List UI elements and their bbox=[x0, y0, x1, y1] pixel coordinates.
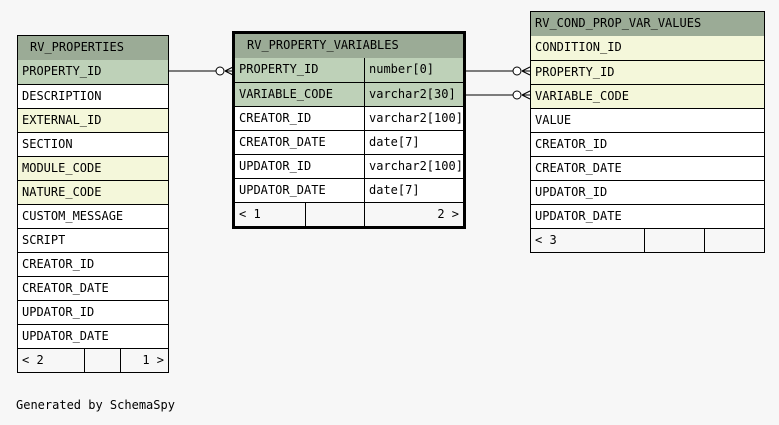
column-name: VARIABLE_CODE bbox=[239, 87, 333, 101]
edge-variable-code-cond-many-marker bbox=[521, 90, 531, 100]
column-name: CREATOR_ID bbox=[22, 257, 95, 271]
column-row[interactable]: CUSTOM_MESSAGE bbox=[18, 204, 168, 228]
table-header[interactable]: RV_PROPERTIES bbox=[18, 36, 168, 60]
column-row[interactable]: VARIABLE_CODE bbox=[531, 84, 764, 108]
table-rv-cond-prop-var-values[interactable]: RV_COND_PROP_VAR_VALUES CONDITION_ID PROP… bbox=[530, 11, 765, 253]
parents-link[interactable]: < 3 bbox=[535, 233, 557, 247]
column-name: NATURE_CODE bbox=[22, 185, 102, 199]
column-row[interactable]: DESCRIPTION bbox=[18, 84, 168, 108]
parents-link[interactable]: < 1 bbox=[239, 207, 261, 221]
column-name: CREATOR_DATE bbox=[239, 135, 326, 149]
column-row[interactable]: NATURE_CODE bbox=[18, 180, 168, 204]
column-row[interactable]: CREATOR_ID varchar2[100] bbox=[235, 106, 463, 130]
column-name: CREATOR_ID bbox=[535, 137, 608, 151]
column-row[interactable]: PROPERTY_ID number[0] bbox=[235, 58, 463, 82]
table-rv-properties[interactable]: RV_PROPERTIES PROPERTY_ID DESCRIPTION EXTE… bbox=[17, 35, 169, 373]
footer-spacer bbox=[704, 229, 764, 252]
column-list: PROPERTY_ID DESCRIPTION EXTERNAL_ID SECTION… bbox=[18, 60, 168, 348]
column-name: CUSTOM_MESSAGE bbox=[22, 209, 124, 223]
column-name: UPDATOR_ID bbox=[239, 159, 312, 173]
column-name: MODULE_CODE bbox=[22, 161, 102, 175]
table-footer: < 1 2 > bbox=[235, 202, 463, 226]
edge-property-id-vars-zero-marker bbox=[215, 66, 225, 76]
table-footer: < 2 1 > bbox=[18, 348, 168, 372]
column-type: date[7] bbox=[364, 131, 463, 154]
column-row[interactable]: MODULE_CODE bbox=[18, 156, 168, 180]
column-name: CREATOR_ID bbox=[239, 111, 312, 125]
column-row[interactable]: UPDATOR_ID varchar2[100] bbox=[235, 154, 463, 178]
column-name: UPDATOR_DATE bbox=[22, 329, 109, 343]
column-row[interactable]: SECTION bbox=[18, 132, 168, 156]
table-rv-property-variables[interactable]: RV_PROPERTY_VARIABLES PROPERTY_ID number[… bbox=[232, 31, 466, 229]
column-name: CREATOR_DATE bbox=[22, 281, 109, 295]
column-row[interactable]: PROPERTY_ID bbox=[531, 60, 764, 84]
column-type: varchar2[100] bbox=[364, 107, 463, 130]
children-link[interactable]: 1 > bbox=[120, 349, 168, 372]
column-row[interactable]: UPDATOR_ID bbox=[531, 180, 764, 204]
column-row[interactable]: CONDITION_ID bbox=[531, 36, 764, 60]
table-name: RV_COND_PROP_VAR_VALUES bbox=[535, 16, 702, 30]
parents-link[interactable]: < 2 bbox=[22, 353, 44, 367]
column-type: date[7] bbox=[364, 179, 463, 202]
column-name: CONDITION_ID bbox=[535, 40, 622, 54]
table-header[interactable]: RV_COND_PROP_VAR_VALUES bbox=[531, 12, 764, 36]
edge-variable-code-cond-zero-marker bbox=[512, 90, 522, 100]
column-name: CREATOR_DATE bbox=[535, 161, 622, 175]
edge-property-id-cond-zero-marker bbox=[512, 66, 522, 76]
column-name: EXTERNAL_ID bbox=[22, 113, 102, 127]
column-name: UPDATOR_ID bbox=[535, 185, 608, 199]
column-row[interactable]: CREATOR_DATE bbox=[18, 276, 168, 300]
table-footer: < 3 bbox=[531, 228, 764, 252]
column-row[interactable]: UPDATOR_DATE date[7] bbox=[235, 178, 463, 202]
column-row[interactable]: CREATOR_DATE date[7] bbox=[235, 130, 463, 154]
table-name: RV_PROPERTY_VARIABLES bbox=[247, 38, 399, 52]
column-row[interactable]: SCRIPT bbox=[18, 228, 168, 252]
column-name: PROPERTY_ID bbox=[535, 65, 615, 79]
column-name: SCRIPT bbox=[22, 233, 66, 247]
column-name: SECTION bbox=[22, 137, 73, 151]
column-name: UPDATOR_DATE bbox=[239, 183, 326, 197]
column-name: UPDATOR_DATE bbox=[535, 209, 622, 223]
footer-spacer bbox=[84, 349, 120, 372]
column-row[interactable]: PROPERTY_ID bbox=[18, 60, 168, 84]
column-name: PROPERTY_ID bbox=[22, 64, 102, 78]
column-row[interactable]: UPDATOR_DATE bbox=[18, 324, 168, 348]
column-list: CONDITION_ID PROPERTY_ID VARIABLE_CODE VALU… bbox=[531, 36, 764, 228]
column-type: number[0] bbox=[364, 58, 463, 82]
column-type: varchar2[30] bbox=[364, 83, 463, 106]
column-row[interactable]: UPDATOR_DATE bbox=[531, 204, 764, 228]
column-row[interactable]: VALUE bbox=[531, 108, 764, 132]
column-name: UPDATOR_ID bbox=[22, 305, 95, 319]
column-row[interactable]: CREATOR_DATE bbox=[531, 156, 764, 180]
generated-by-credit: Generated by SchemaSpy bbox=[16, 398, 175, 412]
column-row[interactable]: VARIABLE_CODE varchar2[30] bbox=[235, 82, 463, 106]
column-row[interactable]: CREATOR_ID bbox=[18, 252, 168, 276]
children-link[interactable]: 2 > bbox=[364, 203, 463, 226]
column-row[interactable]: CREATOR_ID bbox=[531, 132, 764, 156]
column-type: varchar2[100] bbox=[364, 155, 463, 178]
table-header[interactable]: RV_PROPERTY_VARIABLES bbox=[235, 34, 463, 58]
edge-property-id-cond-many-marker bbox=[521, 66, 531, 76]
column-row[interactable]: EXTERNAL_ID bbox=[18, 108, 168, 132]
column-name: PROPERTY_ID bbox=[239, 62, 319, 76]
footer-spacer bbox=[305, 203, 364, 226]
column-row[interactable]: UPDATOR_ID bbox=[18, 300, 168, 324]
column-name: DESCRIPTION bbox=[22, 89, 102, 103]
table-name: RV_PROPERTIES bbox=[30, 40, 124, 54]
column-name: VALUE bbox=[535, 113, 572, 127]
footer-spacer bbox=[644, 229, 704, 252]
column-name: VARIABLE_CODE bbox=[535, 89, 629, 103]
